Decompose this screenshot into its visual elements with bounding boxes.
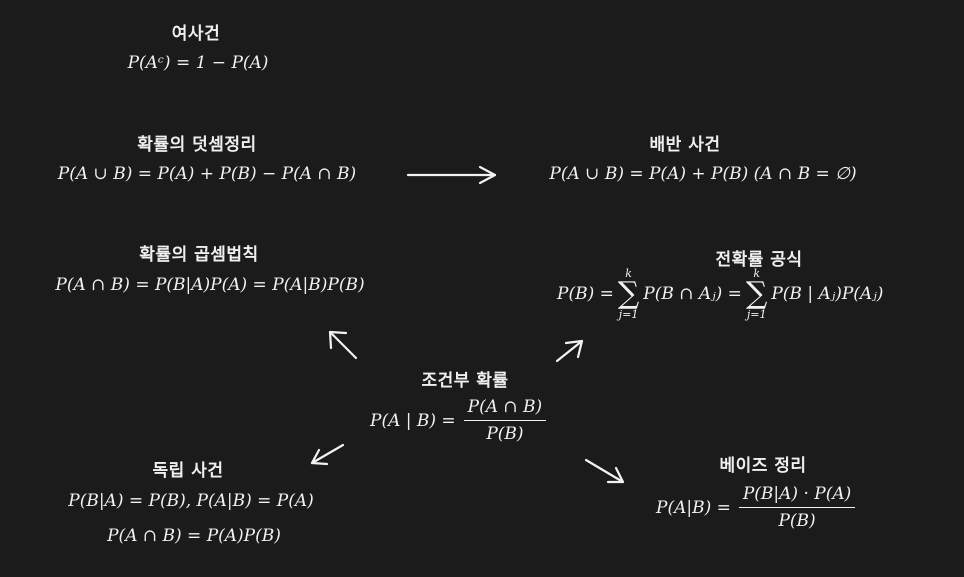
sum-lower-limit: j=1	[618, 308, 639, 321]
independent-events-formula-1: P(B|A) = P(B), P(A|B) = P(A)	[68, 491, 314, 511]
conditional-numerator: P(A ∩ B)	[463, 397, 547, 421]
total-term-1: P(B ∩ Aⱼ) =	[643, 284, 742, 304]
arrow-conditional-to-multiplication	[328, 330, 358, 360]
bayes-fraction: P(B|A) · P(A) P(B)	[738, 484, 856, 531]
bayes-theorem-title: 베이즈 정리	[719, 456, 807, 476]
total-lhs: P(B) =	[557, 284, 614, 304]
sum-lower-limit: j=1	[746, 308, 767, 321]
conditional-fraction: P(A ∩ B) P(B)	[463, 397, 547, 444]
sigma-symbol: ∑	[745, 276, 768, 311]
exclusive-events-title: 배반 사건	[649, 135, 721, 155]
summation-operator-1: k ∑ j=1	[618, 268, 639, 320]
conditional-denominator: P(B)	[486, 424, 524, 444]
complement-formula: P(Aᶜ) = 1 − P(A)	[127, 53, 269, 73]
exclusive-events-formula: P(A ∪ B) = P(A) + P(B) (A ∩ B = ∅)	[549, 164, 857, 184]
bayes-denominator: P(B)	[778, 511, 816, 531]
bayes-lhs: P(A|B) =	[656, 497, 731, 518]
arrow-conditional-to-bayes	[584, 458, 625, 484]
sum-upper-limit: k	[753, 267, 760, 280]
multiplication-rule-formula: P(A ∩ B) = P(B|A)P(A) = P(A|B)P(B)	[55, 275, 365, 295]
bayes-theorem-formula: P(A|B) = P(B|A) · P(A) P(B)	[656, 484, 856, 531]
arrow-addition-to-exclusive	[406, 165, 497, 185]
addition-rule-formula: P(A ∪ B) = P(A) + P(B) − P(A ∩ B)	[57, 164, 357, 184]
arrow-conditional-to-total	[555, 339, 584, 363]
addition-rule-title: 확률의 덧셈정리	[137, 135, 257, 155]
bayes-numerator: P(B|A) · P(A)	[738, 484, 856, 508]
conditional-lhs: P(A | B) =	[370, 410, 456, 431]
summation-operator-2: k ∑ j=1	[746, 268, 767, 320]
multiplication-rule-title: 확률의 곱셈법칙	[139, 245, 259, 265]
total-probability-formula: P(B) = k ∑ j=1 P(B ∩ Aⱼ) = k ∑ j=1 P(B |…	[557, 268, 883, 320]
complement-title: 여사건	[171, 24, 221, 44]
sigma-symbol: ∑	[617, 276, 640, 311]
conditional-probability-formula: P(A | B) = P(A ∩ B) P(B)	[370, 397, 547, 444]
total-term-2: P(B | Aⱼ)P(Aⱼ)	[771, 284, 884, 304]
arrow-conditional-to-independent	[310, 443, 345, 466]
independent-events-title: 독립 사건	[152, 461, 224, 481]
independent-events-formula-2: P(A ∩ B) = P(A)P(B)	[107, 526, 281, 546]
sum-upper-limit: k	[625, 267, 632, 280]
conditional-probability-title: 조건부 확률	[421, 371, 509, 391]
total-probability-title: 전확률 공식	[715, 250, 803, 270]
